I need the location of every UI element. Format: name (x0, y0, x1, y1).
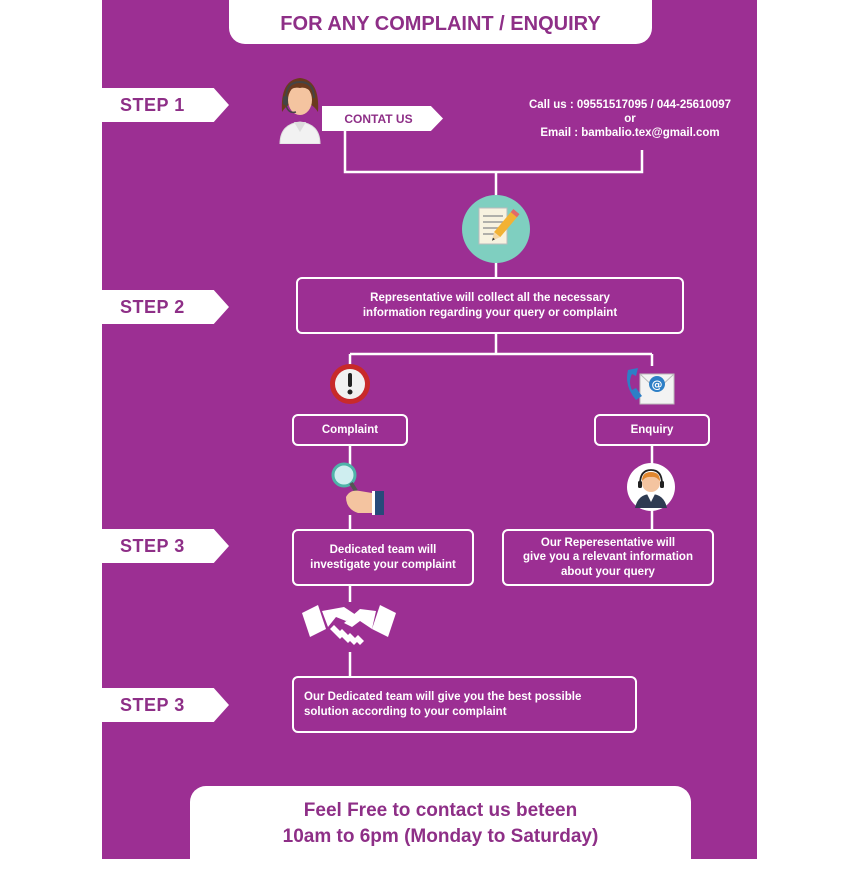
step-3-left-line-1: Dedicated team will (329, 544, 437, 557)
contact-or: or (624, 113, 636, 126)
contact-details: Call us : 09551517095 / 044-25610097 or … (505, 98, 755, 140)
magnifier-hand-icon (330, 461, 386, 517)
contact-us-tag: CONTAT US (322, 106, 443, 131)
support-agent-icon (272, 72, 328, 145)
final-line-2: solution according to your complaint (304, 705, 507, 718)
contact-email: Email : bambalio.tex@gmail.com (540, 127, 720, 140)
page-title: FOR ANY COMPLAINT / ENQUIRY (229, 0, 652, 44)
step-2-label: STEP 2 (102, 290, 229, 324)
step-2-box: Representative will collect all the nece… (296, 277, 684, 334)
step-3-enquiry-box: Our Reperesentative will give you a rele… (502, 529, 714, 586)
svg-text:@: @ (652, 378, 663, 391)
footer-line-2: 10am to 6pm (Monday to Saturday) (282, 825, 599, 847)
contact-phone: Call us : 09551517095 / 044-25610097 (528, 99, 732, 111)
representative-icon (626, 462, 676, 512)
step-3-right-line-3: about your query (561, 565, 655, 578)
final-line-1: Our Dedicated team will give you the bes… (304, 691, 582, 704)
step-3-right-line-2: give you a relevant information (523, 551, 693, 564)
step-3-complaint-box: Dedicated team will investigate your com… (292, 529, 474, 586)
notepad-pencil-icon (461, 194, 531, 264)
step-3b-label: STEP 3 (102, 688, 229, 722)
final-solution-box: Our Dedicated team will give you the bes… (292, 676, 637, 733)
enquiry-box: Enquiry (594, 414, 710, 446)
step-1-label: STEP 1 (102, 88, 229, 122)
step-2-line-1: Representative will collect all the nece… (370, 292, 610, 305)
footer-line-1: Feel Free to contact us beteen (303, 800, 578, 821)
step-2-line-2: information regarding your query or comp… (362, 306, 618, 319)
warning-icon (329, 363, 371, 405)
handshake-icon (300, 601, 398, 653)
step-3-right-line-1: Our Reperesentative will (540, 536, 676, 549)
step-3-left-line-2: investigate your complaint (310, 558, 456, 571)
step-3-label: STEP 3 (102, 529, 229, 563)
complaint-box: Complaint (292, 414, 408, 446)
phone-email-icon: @ (624, 364, 678, 410)
contact-hours-footer: Feel Free to contact us beteen 10am to 6… (190, 786, 691, 876)
